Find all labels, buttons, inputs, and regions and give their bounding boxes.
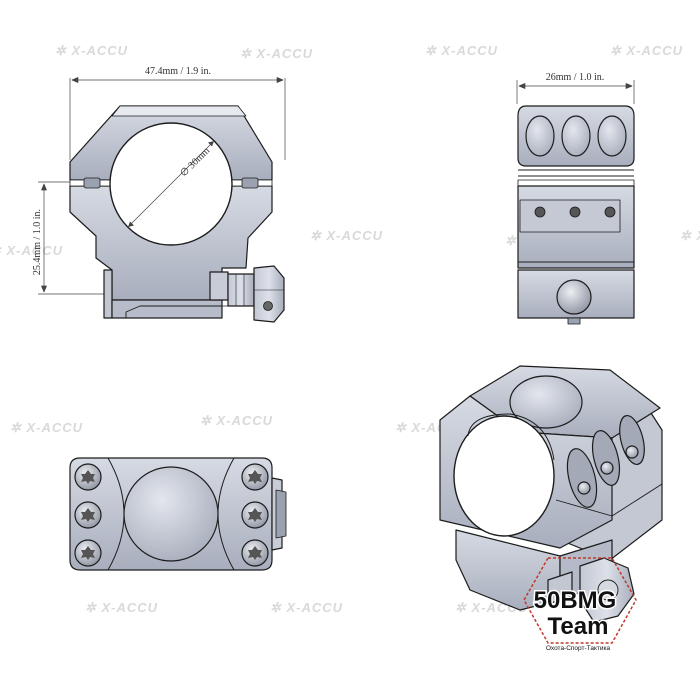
screw-heads-left — [74, 463, 102, 567]
side-view: 26mm / 1.0 in. — [516, 72, 635, 325]
logo-line2: Team — [548, 613, 609, 640]
watermark: ✲ X-ACCU — [200, 413, 273, 428]
watermark: ✲ X-ACCU — [0, 243, 63, 258]
watermark: ✲ X-ACCU — [240, 46, 313, 61]
watermark: ✲ X-ACCU — [270, 600, 343, 615]
team-logo: 50BMG Team Охота-Спорт-Тактика — [523, 557, 637, 652]
watermark: ✲ X-ACCU — [425, 43, 498, 58]
logo-tagline: Охота-Спорт-Тактика — [546, 645, 611, 652]
logo-line1: 50BMG — [534, 587, 617, 614]
top-view — [69, 457, 287, 571]
iso-screws — [566, 414, 645, 508]
isometric-view — [439, 365, 663, 623]
watermark: ✲ X-ACCU — [10, 420, 83, 435]
watermark: ✲ X-ACCU — [310, 228, 383, 243]
width-dimension — [69, 77, 286, 160]
watermark: ✲ X-ACCU — [680, 228, 700, 243]
watermark: ✲ X-ACCU — [610, 43, 683, 58]
depth-label: 26mm / 1.0 in. — [546, 72, 605, 83]
front-view: 47.4mm / 1.9 in. 25.4mm / 1.0 in. ∅ 30mm — [32, 66, 286, 323]
watermark: ✲ X-ACCU — [55, 43, 128, 58]
screw-heads-right — [241, 463, 269, 567]
watermark: ✲ X-ACCU — [85, 600, 158, 615]
width-label: 47.4mm / 1.9 in. — [145, 66, 211, 77]
depth-dimension — [516, 80, 635, 104]
height-label: 25.4mm / 1.0 in. — [32, 209, 43, 275]
logo-hexagon — [523, 557, 637, 644]
